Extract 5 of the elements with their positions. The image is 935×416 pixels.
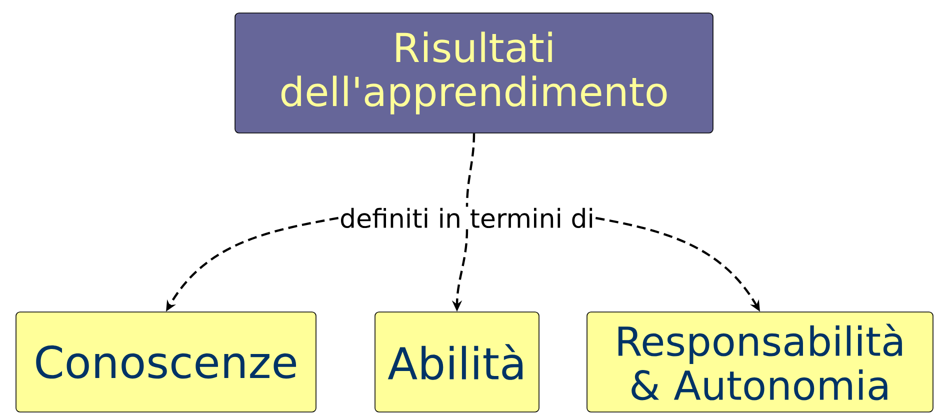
concept-box: Abilità xyxy=(374,312,540,412)
concept-box: Responsabilità & Autonomia xyxy=(586,312,934,412)
title-box: Risultati dell'apprendimento xyxy=(234,12,714,134)
concept-box: Conoscenze xyxy=(16,312,316,412)
linking-phrase: definiti in termini di xyxy=(340,208,592,228)
